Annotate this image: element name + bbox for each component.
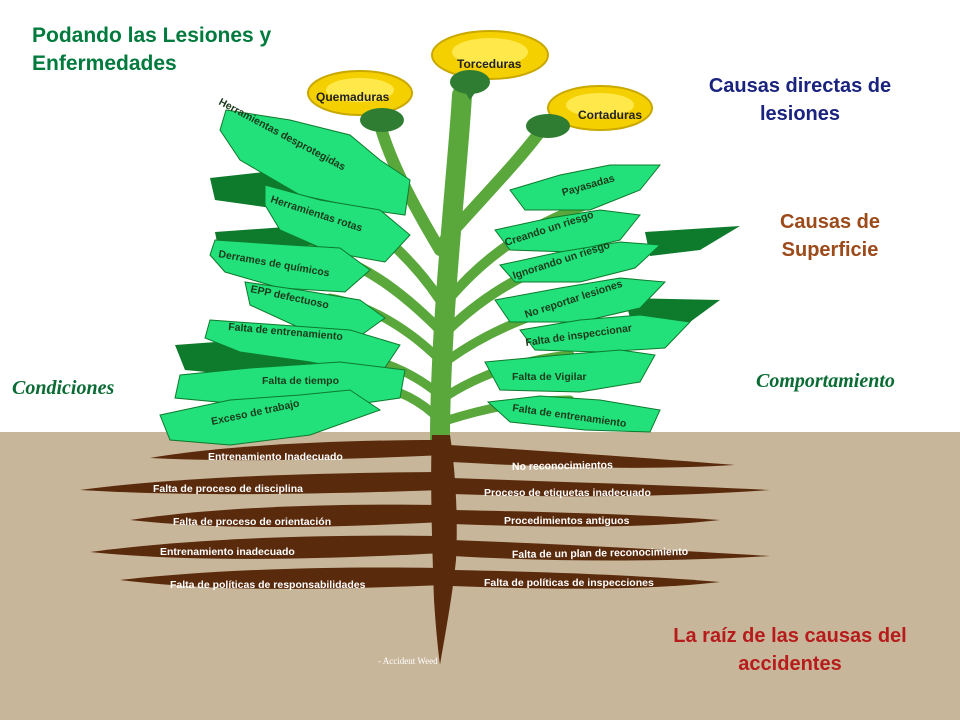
leaves-right <box>484 164 692 433</box>
roots-right <box>450 445 770 589</box>
label-causas-directas: Causas directas de lesiones <box>708 75 892 125</box>
title-text: Podando las Lesiones y Enfermedades <box>32 24 272 75</box>
flower-label-torceduras: Torceduras <box>457 57 522 71</box>
label-comportamiento: Comportamiento <box>756 370 895 392</box>
root-label-right-2: Proceso de etiquetas inadecuado <box>484 487 651 499</box>
label-condiciones: Condiciones <box>12 377 115 399</box>
flower-torceduras <box>431 30 549 100</box>
flower-quemaduras <box>307 70 413 132</box>
roots-left <box>80 440 445 589</box>
root-label-left-2: Falta de proceso de disciplina <box>153 483 303 495</box>
root-label-right-1: No reconocimientos <box>512 459 613 473</box>
root-label-left-4: Entrenamiento inadecuado <box>160 546 295 558</box>
label-raiz: La raíz de las causas del accidentes <box>673 625 907 675</box>
credit-text: - Accident Weed <box>378 656 438 666</box>
root-label-right-4: Falta de un plan de reconocimiento <box>512 546 688 561</box>
flower-label-cortaduras: Cortaduras <box>578 108 642 122</box>
root-label-left-1: Entrenamiento Inadecuado <box>208 451 343 463</box>
flower-label-quemaduras: Quemaduras <box>316 90 390 104</box>
root-label-right-5: Falta de políticas de inspecciones <box>484 577 654 589</box>
root-label-right-3: Procedimientos antiguos <box>504 515 630 527</box>
label-causas-superficie: Causas de Superficie <box>779 211 881 261</box>
taproot <box>431 435 457 665</box>
leaf-label-right-6: Falta de Vigilar <box>512 371 587 383</box>
page-title: Podando las Lesiones y Enfermedades <box>32 22 271 78</box>
root-label-left-5: Falta de políticas de responsabilidades <box>170 579 366 591</box>
root-label-left-3: Falta de proceso de orientación <box>173 516 331 528</box>
leaf-label-left-6: Falta de tiempo <box>262 375 339 387</box>
flower-cortaduras <box>526 85 653 138</box>
leaves-left <box>159 109 411 446</box>
